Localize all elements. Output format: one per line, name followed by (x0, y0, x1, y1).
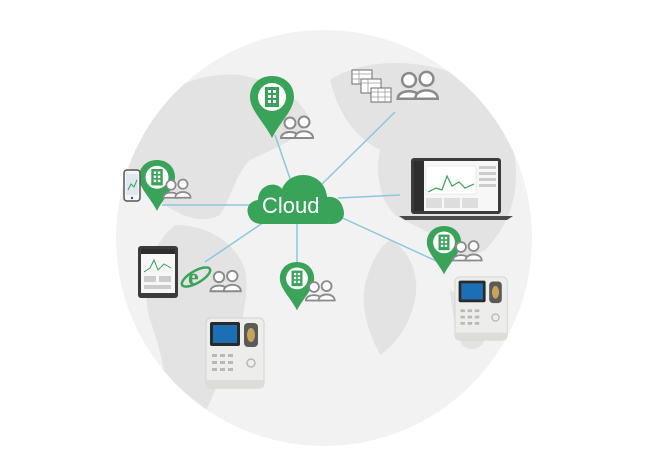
attendance-terminal-icon (205, 317, 265, 389)
smartphone-icon (123, 169, 141, 202)
connection-lines (162, 111, 446, 268)
internet-explorer-icon: e (180, 265, 212, 291)
link-laptop (337, 194, 401, 199)
spreadsheet-icon (351, 69, 392, 103)
laptop-dashboard-icon (399, 158, 513, 220)
globe-background (116, 30, 532, 446)
tablet-icon (138, 246, 178, 298)
link-browser (204, 217, 271, 263)
cloud-node: Cloud (247, 175, 344, 224)
link-right-pin (335, 214, 446, 266)
svg-text:e: e (188, 265, 199, 291)
link-spreadsheet (317, 111, 396, 189)
cloud-label: Cloud (262, 193, 319, 218)
attendance-terminal-icon (454, 276, 508, 341)
cloud-shape (247, 175, 344, 224)
